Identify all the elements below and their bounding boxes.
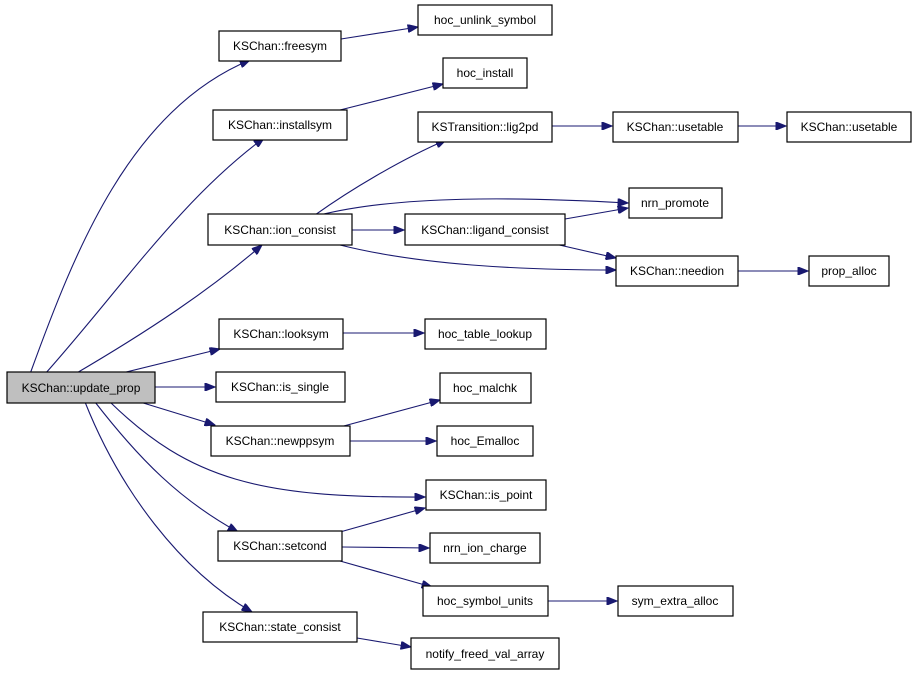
node-label: KSChan::newppsym [226, 434, 335, 448]
node-ligand-consist[interactable]: KSChan::ligand_consist [404, 213, 566, 246]
node-usetable-1[interactable]: KSChan::usetable [612, 111, 739, 143]
node-hoc-table-lookup[interactable]: hoc_table_lookup [424, 318, 547, 350]
node-label: nrn_ion_charge [443, 541, 527, 555]
node-newppsym[interactable]: KSChan::newppsym [210, 425, 351, 457]
node-update-prop[interactable]: KSChan::update_prop [6, 371, 156, 404]
node-freesym[interactable]: KSChan::freesym [218, 30, 342, 62]
node-hoc-symbol-units[interactable]: hoc_symbol_units [422, 585, 549, 617]
node-lig2pd[interactable]: KSTransition::lig2pd [417, 111, 553, 143]
node-label: KSChan::freesym [233, 39, 327, 53]
edge-ligand-consist-to-needion [554, 243, 616, 258]
node-usetable-2[interactable]: KSChan::usetable [786, 111, 912, 143]
edge-ion-consist-to-needion [339, 244, 616, 270]
node-label: sym_extra_alloc [632, 594, 719, 608]
edge-update-prop-to-ion-consist [74, 245, 262, 375]
node-setcond[interactable]: KSChan::setcond [217, 530, 343, 562]
node-hoc-unlink-symbol[interactable]: hoc_unlink_symbol [417, 4, 553, 36]
node-label: KSChan::ligand_consist [421, 223, 549, 237]
edge-update-prop-to-installsym [44, 138, 264, 375]
node-hoc-emalloc[interactable]: hoc_Emalloc [436, 425, 534, 457]
node-installsym[interactable]: KSChan::installsym [212, 109, 348, 141]
edge-ligand-consist-to-nrn-promote [564, 208, 628, 220]
node-label: KSChan::needion [630, 264, 724, 278]
node-label: KSChan::is_single [231, 380, 329, 394]
node-nrn-promote[interactable]: nrn_promote [628, 187, 723, 219]
node-label: KSChan::update_prop [22, 381, 141, 395]
node-label: hoc_table_lookup [438, 327, 532, 341]
node-label: prop_alloc [821, 264, 876, 278]
node-ion-consist[interactable]: KSChan::ion_consist [207, 213, 353, 246]
node-label: notify_freed_val_array [426, 647, 545, 661]
node-label: KSChan::usetable [801, 120, 898, 134]
node-state-consist[interactable]: KSChan::state_consist [202, 611, 358, 643]
node-sym-extra-alloc[interactable]: sym_extra_alloc [617, 585, 734, 617]
node-label: KSChan::state_consist [219, 620, 341, 634]
edge-freesym-to-hoc-unlink-symbol [340, 27, 418, 40]
node-needion[interactable]: KSChan::needion [615, 255, 739, 287]
node-notify-freed-val-array[interactable]: notify_freed_val_array [410, 637, 560, 670]
node-label: KSChan::setcond [233, 539, 326, 553]
edge-setcond-to-nrn-ion-charge [341, 547, 429, 548]
node-label: hoc_Emalloc [451, 434, 520, 448]
edge-setcond-to-hoc-symbol-units [339, 560, 432, 587]
node-nrn-ion-charge[interactable]: nrn_ion_charge [429, 532, 541, 564]
edge-newppsym-to-hoc-malchk [339, 400, 440, 428]
edge-ion-consist-to-nrn-promote [319, 198, 628, 216]
edge-installsym-to-hoc-install [339, 84, 443, 111]
node-is-point[interactable]: KSChan::is_point [425, 479, 547, 511]
edge-ion-consist-to-lig2pd [314, 140, 446, 216]
node-label: hoc_malchk [453, 381, 518, 395]
node-label: nrn_promote [641, 196, 709, 210]
edge-update-prop-to-newppsym [139, 401, 215, 425]
node-label: KSChan::ion_consist [224, 223, 336, 237]
nodes: KSChan::update_prop KSChan::freesym hoc_… [6, 4, 912, 670]
node-looksym[interactable]: KSChan::looksym [218, 318, 344, 350]
node-label: hoc_install [457, 66, 514, 80]
edge-update-prop-to-setcond [94, 401, 238, 532]
node-label: KSChan::usetable [627, 120, 724, 134]
edge-state-consist-to-notify-freed [356, 637, 411, 647]
edges [29, 27, 808, 647]
node-is-single[interactable]: KSChan::is_single [215, 371, 346, 403]
node-prop-alloc[interactable]: prop_alloc [808, 255, 890, 287]
edge-update-prop-to-freesym [29, 60, 250, 375]
node-label: hoc_unlink_symbol [434, 13, 536, 27]
node-label: KSTransition::lig2pd [432, 120, 539, 134]
edge-update-prop-to-state-consist [84, 401, 252, 612]
edge-update-prop-to-is-point [109, 401, 425, 497]
node-label: KSChan::looksym [233, 327, 328, 341]
node-hoc-malchk[interactable]: hoc_malchk [439, 372, 532, 404]
node-hoc-install[interactable]: hoc_install [442, 57, 528, 89]
edge-update-prop-to-looksym [117, 349, 220, 375]
node-label: KSChan::is_point [440, 488, 533, 502]
node-label: KSChan::installsym [228, 118, 332, 132]
node-label: hoc_symbol_units [437, 594, 533, 608]
edge-setcond-to-is-point [339, 508, 425, 533]
